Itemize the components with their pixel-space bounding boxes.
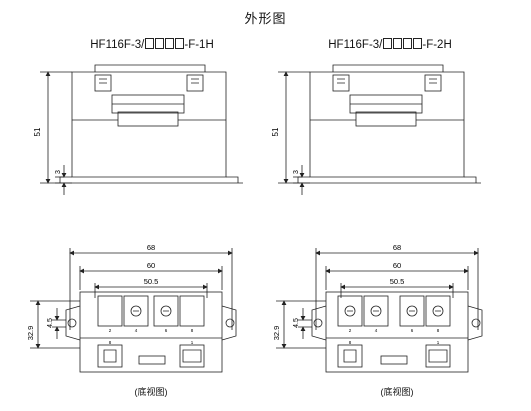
pin-label: 8: [349, 340, 352, 345]
dim-50-5-left: 50.5: [144, 277, 159, 286]
code-box: [392, 38, 402, 49]
dim-4-5-left: 4.5: [47, 318, 54, 328]
code-box: [412, 38, 422, 49]
model-prefix: HF116F-3/: [328, 39, 383, 51]
model-label-right: HF116F-3/ -F-2H: [290, 38, 490, 51]
code-box: [144, 38, 154, 49]
dim-foot-right: 3: [293, 170, 300, 174]
model-suffix: -F-1H: [184, 39, 214, 51]
dim-4-5-right: 4.5: [293, 318, 300, 328]
model-suffix: -F-2H: [422, 39, 452, 51]
dim-height-left: 51: [33, 127, 42, 136]
dim-60-left: 60: [147, 261, 155, 270]
dim-60-right: 60: [393, 261, 401, 270]
pin-label: 1: [191, 340, 194, 345]
pin-label: 6: [411, 328, 414, 333]
pin-label: 8: [109, 340, 112, 345]
page-title: 外形图: [244, 11, 287, 26]
model-label-left: HF116F-3/ -F-1H: [52, 38, 252, 51]
pin-label: 2: [109, 328, 112, 333]
dim-32-9-right: 32.9: [272, 326, 281, 341]
pin-label: 4: [135, 328, 138, 333]
dim-68-right: 68: [393, 243, 401, 252]
bottom-view-caption-left: (底视图): [134, 387, 168, 397]
code-box: [402, 38, 412, 49]
side-view-right: [278, 64, 481, 195]
dim-32-9-left: 32.9: [26, 326, 35, 341]
pin-label: 2: [349, 328, 352, 333]
side-view-left: [40, 64, 243, 195]
dim-68-left: 68: [147, 243, 155, 252]
pin-label: 6: [165, 328, 168, 333]
pin-label: 4: [375, 328, 378, 333]
pin-label: 8: [191, 328, 194, 333]
code-box: [164, 38, 174, 49]
dim-foot-left: 3: [55, 170, 62, 174]
pin-label: 8: [437, 328, 440, 333]
bottom-view-caption-right: (底视图): [380, 387, 414, 397]
pin-label: 1: [437, 340, 440, 345]
model-prefix: HF116F-3/: [90, 39, 145, 51]
dim-50-5-right: 50.5: [390, 277, 405, 286]
code-box: [154, 38, 164, 49]
bottom-view-left: [30, 248, 237, 373]
code-box: [382, 38, 392, 49]
bottom-view-right: [276, 248, 483, 373]
dim-height-right: 51: [271, 127, 280, 136]
code-box: [174, 38, 184, 49]
